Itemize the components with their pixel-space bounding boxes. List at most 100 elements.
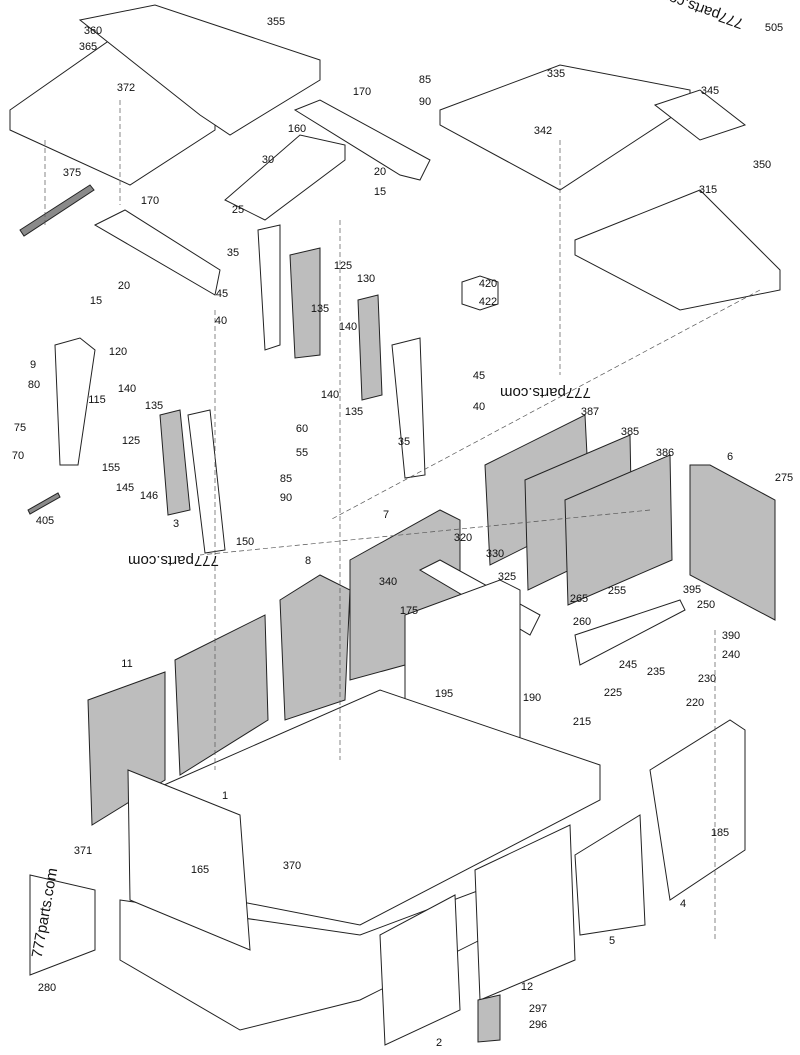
part-label-342: 342 (533, 125, 553, 137)
part-label-90: 90 (279, 492, 293, 504)
part-label-215: 215 (572, 716, 592, 728)
part-label-140: 140 (117, 383, 137, 395)
watermark: 777parts.com (128, 552, 219, 569)
rail-170-left (93, 209, 221, 296)
part-label-370: 370 (282, 860, 302, 872)
part-label-85: 85 (279, 473, 293, 485)
top-cover-355 (78, 4, 321, 136)
part-label-7: 7 (382, 509, 390, 521)
part-label-135: 135 (144, 400, 164, 412)
part-label-355: 355 (266, 16, 286, 28)
part-label-296: 296 (528, 1019, 548, 1031)
part-label-35: 35 (226, 247, 240, 259)
part-label-145: 145 (115, 482, 135, 494)
cover-315 (574, 189, 781, 311)
part-label-20: 20 (373, 166, 387, 178)
part-label-140: 140 (320, 389, 340, 401)
door-5 (574, 814, 646, 936)
cover-335 (439, 64, 691, 191)
part-label-20: 20 (117, 280, 131, 292)
part-label-360: 360 (83, 25, 103, 37)
part-label-255: 255 (607, 585, 627, 597)
part-label-422: 422 (478, 296, 498, 308)
part-label-12: 12 (520, 981, 534, 993)
part-label-140: 140 (338, 321, 358, 333)
part-label-170: 170 (352, 86, 372, 98)
door-2 (379, 894, 461, 1046)
part-label-230: 230 (697, 673, 717, 685)
part-label-345: 345 (700, 85, 720, 97)
part-label-155: 155 (101, 462, 121, 474)
part-label-45: 45 (472, 370, 486, 382)
panel-left (174, 614, 269, 776)
part-label-325: 325 (497, 571, 517, 583)
bracket-3 (187, 409, 226, 554)
assembly-line (44, 100, 761, 940)
side-panel-1 (127, 769, 251, 951)
part-label-130: 130 (356, 273, 376, 285)
bracket-9 (54, 337, 96, 466)
part-label-335: 335 (546, 68, 566, 80)
part-label-315: 315 (698, 184, 718, 196)
part-label-297: 297 (528, 1003, 548, 1015)
part-label-195: 195 (434, 688, 454, 700)
part-label-85: 85 (418, 74, 432, 86)
part-label-250: 250 (696, 599, 716, 611)
part-label-245: 245 (618, 659, 638, 671)
part-label-390: 390 (721, 630, 741, 642)
part-label-225: 225 (603, 687, 623, 699)
part-label-375: 375 (62, 167, 82, 179)
plate-296 (477, 994, 501, 1043)
part-label-1: 1 (221, 790, 229, 802)
part-label-5: 5 (608, 935, 616, 947)
part-label-350: 350 (752, 159, 772, 171)
rail-255 (574, 599, 686, 666)
part-label-3: 3 (172, 518, 180, 530)
part-label-4: 4 (679, 898, 687, 910)
part-label-55: 55 (295, 447, 309, 459)
part-label-30: 30 (261, 154, 275, 166)
part-label-386: 386 (655, 447, 675, 459)
part-label-125: 125 (333, 260, 353, 272)
watermark: 777parts.com (500, 384, 591, 401)
door-4 (649, 719, 746, 901)
bracket-375 (19, 184, 95, 237)
panel-8 (279, 574, 351, 721)
part-label-11: 11 (121, 658, 133, 670)
block-125 (289, 247, 321, 359)
part-label-40: 40 (472, 401, 486, 413)
part-label-240: 240 (721, 649, 741, 661)
frame-130 (357, 294, 383, 401)
part-label-505: 505 (764, 22, 784, 34)
part-label-420: 420 (478, 278, 498, 290)
frame-125 (159, 409, 191, 516)
plate-345 (653, 89, 747, 141)
part-label-275: 275 (774, 472, 794, 484)
box-420 (461, 275, 499, 311)
part-label-280: 280 (37, 982, 57, 994)
part-label-8: 8 (304, 555, 312, 567)
part-label-15: 15 (373, 186, 387, 198)
part-label-80: 80 (27, 379, 41, 391)
part-label-235: 235 (646, 666, 666, 678)
strip-405 (27, 492, 61, 515)
part-label-9: 9 (29, 359, 37, 371)
part-label-160: 160 (287, 123, 307, 135)
panel-280 (29, 874, 96, 976)
part-label-340: 340 (378, 576, 398, 588)
part-label-120: 120 (108, 346, 128, 358)
part-label-45: 45 (215, 288, 229, 300)
part-label-372: 372 (116, 82, 136, 94)
part-label-90: 90 (418, 96, 432, 108)
bracket-35-left (257, 224, 281, 351)
part-label-2: 2 (435, 1037, 443, 1049)
part-label-35: 35 (397, 436, 411, 448)
part-label-25: 25 (231, 204, 245, 216)
part-label-60: 60 (295, 423, 309, 435)
panel-386 (564, 454, 673, 606)
part-label-75: 75 (13, 422, 27, 434)
part-label-320: 320 (453, 532, 473, 544)
part-label-185: 185 (710, 827, 730, 839)
rail-170-right (293, 99, 431, 181)
